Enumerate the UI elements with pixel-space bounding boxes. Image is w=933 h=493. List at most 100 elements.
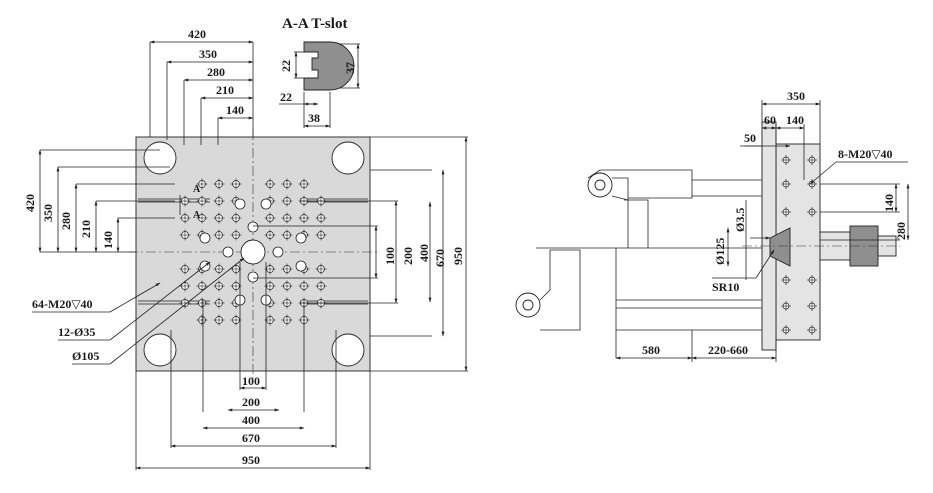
threaded-hole <box>196 178 208 190</box>
bottom-dim-950: 950 <box>242 453 260 467</box>
right-dim-670: 670 <box>433 249 447 267</box>
threaded-hole <box>230 212 242 224</box>
side-thread-hole <box>781 179 791 189</box>
side-thread-hole <box>781 301 791 311</box>
locating-ring-hole <box>240 239 266 265</box>
tie-bar-hole <box>143 333 177 367</box>
side-dim-220-660: 220-660 <box>708 343 748 357</box>
threaded-hole <box>264 212 276 224</box>
top-dim-140: 140 <box>226 103 244 117</box>
threaded-hole <box>281 263 293 275</box>
threaded-hole <box>196 314 208 326</box>
side-thread-label: 8-M20▽40 <box>838 147 893 161</box>
threaded-hole <box>281 280 293 292</box>
ejector-hole <box>247 221 259 233</box>
threaded-hole <box>298 280 310 292</box>
side-thread-hole <box>807 325 817 335</box>
threaded-hole <box>213 297 225 309</box>
side-view: 350 60 140 50 8-M20▽40 140 280 Ø3.5 Ø125… <box>515 89 910 362</box>
right-dim-200: 200 <box>401 247 415 265</box>
nozzle-dim-125: Ø125 <box>713 238 727 265</box>
right-dim-100: 100 <box>383 247 397 265</box>
left-dimensions: 420 350 280 210 140 <box>23 149 175 253</box>
top-dim-210: 210 <box>216 83 234 97</box>
bottom-dim-200: 200 <box>242 395 260 409</box>
threaded-hole <box>179 263 191 275</box>
ejector-hole <box>260 198 272 210</box>
bottom-dim-400: 400 <box>242 413 260 427</box>
right-dimensions: 100 200 400 670 950 <box>253 136 468 372</box>
side-thread-hole <box>807 207 817 217</box>
left-dim-210: 210 <box>79 220 93 238</box>
tslot-section: A-A T-slot 22 37 22 38 <box>279 16 360 128</box>
side-thread-hole <box>807 155 817 165</box>
nozzle-dim-sr10: SR10 <box>712 280 739 294</box>
threaded-hole <box>281 297 293 309</box>
threaded-hole <box>281 178 293 190</box>
threaded-hole <box>264 229 276 241</box>
threaded-hole <box>230 314 242 326</box>
side-thread-hole <box>781 207 791 217</box>
threaded-hole <box>179 280 191 292</box>
threaded-hole <box>264 280 276 292</box>
threaded-hole <box>230 263 242 275</box>
side-dim-140: 140 <box>786 113 804 127</box>
threaded-hole <box>213 314 225 326</box>
threaded-hole <box>213 178 225 190</box>
right-dim-950: 950 <box>451 247 465 265</box>
threaded-hole <box>196 280 208 292</box>
threaded-hole <box>213 229 225 241</box>
left-dim-350: 350 <box>41 204 55 222</box>
side-thread-hole <box>781 275 791 285</box>
callouts: 64-M20▽40 12-Ø35 Ø105 <box>32 257 245 365</box>
ejector-hole <box>272 246 284 258</box>
callout-ejector-holes: 12-Ø35 <box>58 325 95 339</box>
threaded-hole <box>281 229 293 241</box>
tslot-dim-37: 37 <box>343 62 357 74</box>
tie-bar-hole <box>143 141 177 175</box>
left-dim-280: 280 <box>59 212 73 230</box>
tslot-profile <box>303 41 355 91</box>
threaded-hole <box>315 263 327 275</box>
side-thread-hole <box>807 275 817 285</box>
threaded-hole <box>298 178 310 190</box>
callout-threaded-holes: 64-M20▽40 <box>32 297 93 311</box>
side-thread-hole <box>807 301 817 311</box>
top-dimensions: 420 350 280 210 140 <box>149 27 254 145</box>
threaded-hole <box>179 195 191 207</box>
top-dim-350: 350 <box>199 47 217 61</box>
side-thread-holes <box>781 155 817 335</box>
side-dim-60: 60 <box>764 113 776 127</box>
threaded-hole <box>213 263 225 275</box>
threaded-hole <box>179 297 191 309</box>
tslot-dim-22-bottom: 22 <box>280 90 292 104</box>
threaded-hole <box>264 263 276 275</box>
threaded-hole <box>213 212 225 224</box>
threaded-hole <box>315 280 327 292</box>
threaded-hole <box>230 178 242 190</box>
callout-center-bore: Ø105 <box>72 349 99 363</box>
right-dim-400: 400 <box>417 244 431 262</box>
threaded-hole <box>315 212 327 224</box>
threaded-hole <box>281 212 293 224</box>
ejector-hole <box>247 271 259 283</box>
threaded-hole <box>315 229 327 241</box>
threaded-hole <box>230 280 242 292</box>
threaded-hole <box>196 212 208 224</box>
threaded-hole <box>213 280 225 292</box>
top-dim-420: 420 <box>188 27 206 41</box>
side-thread-hole <box>781 155 791 165</box>
bottom-dim-670: 670 <box>242 431 260 445</box>
threaded-hole <box>264 178 276 190</box>
left-dim-140: 140 <box>101 231 115 249</box>
ejector-hole <box>199 232 211 244</box>
threaded-hole <box>281 195 293 207</box>
side-dim-right-280: 280 <box>894 222 908 240</box>
threaded-hole <box>230 229 242 241</box>
tie-bar-hole <box>331 141 365 175</box>
tslot-dim-22-left: 22 <box>279 60 293 72</box>
side-dim-580: 580 <box>642 343 660 357</box>
threaded-hole <box>213 195 225 207</box>
tie-bar-hole <box>331 333 365 367</box>
